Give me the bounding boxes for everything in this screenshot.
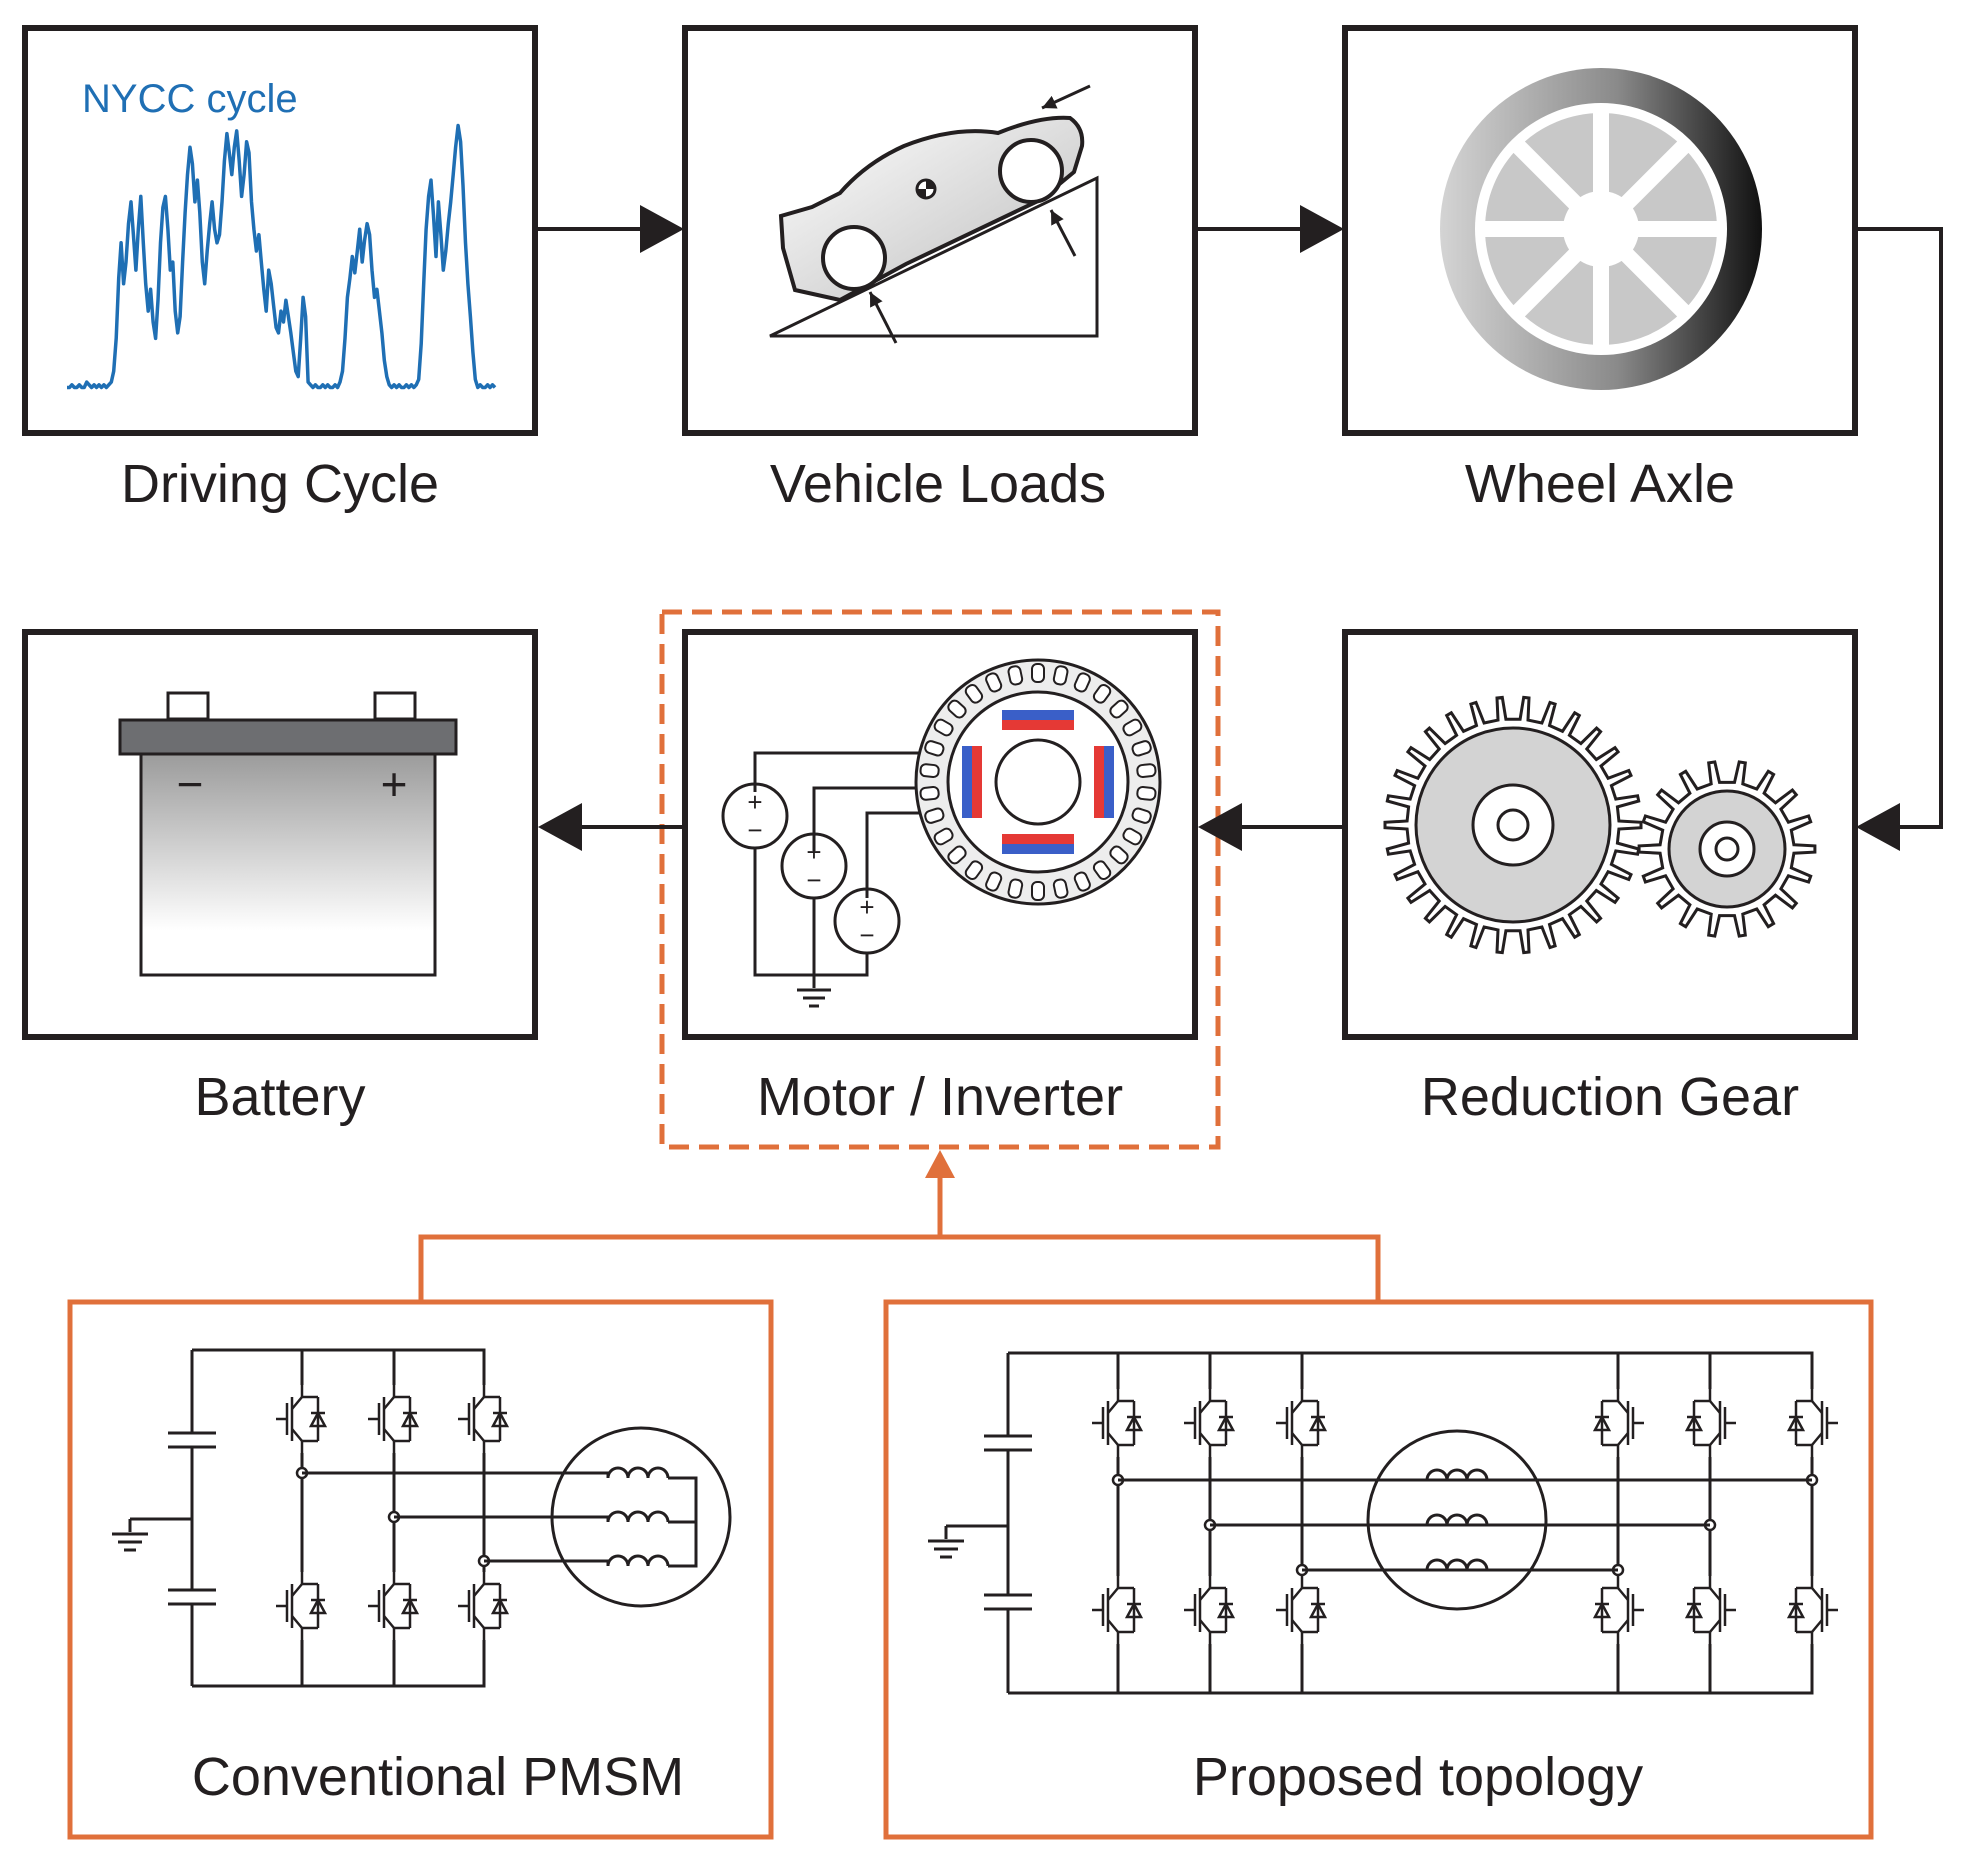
nycc-cycle-label: NYCC cycle	[82, 77, 298, 121]
driving-cycle-label: Driving Cycle	[121, 454, 439, 514]
voltage-sources-schematic: + − + − + −	[721, 751, 920, 1008]
vehicle-loads-label: Vehicle Loads	[770, 454, 1106, 514]
conventional-inverter-schematic	[112, 1348, 732, 1688]
reduction-gear-block	[1342, 629, 1858, 1040]
option-connector	[418, 1150, 1381, 1302]
source-3-minus: −	[859, 920, 874, 950]
proposed-topology-panel: Proposed topology	[883, 1299, 1874, 1840]
motor-cross-section-icon	[914, 658, 1162, 906]
proposed-inverter-schematic	[928, 1351, 1840, 1695]
motor-inverter-block: + − + − + −	[682, 629, 1198, 1040]
motor-inverter-label: Motor / Inverter	[757, 1067, 1123, 1127]
car-on-slope-illustration	[769, 84, 1099, 344]
motor-inverter-highlight	[659, 609, 1221, 1150]
battery-plus-sign: +	[381, 758, 408, 810]
conventional-pmsm-panel: Conventional PMSM	[67, 1299, 774, 1840]
flow-arrows	[538, 205, 1943, 851]
battery-minus-sign: −	[177, 758, 204, 810]
nycc-speed-trace	[67, 123, 497, 390]
battery-block: − +	[22, 629, 538, 1040]
wheel-axle-label: Wheel Axle	[1465, 454, 1735, 514]
vehicle-loads-block	[682, 25, 1198, 436]
driving-cycle-block: NYCC cycle	[22, 25, 538, 436]
battery-icon	[118, 691, 458, 977]
battery-label: Battery	[194, 1067, 365, 1127]
conventional-pmsm-label: Conventional PMSM	[192, 1747, 684, 1807]
wheel-axle-block	[1342, 25, 1858, 436]
source-1-minus: −	[747, 815, 762, 845]
source-1-plus: +	[747, 787, 762, 817]
source-3-plus: +	[859, 892, 874, 922]
source-2-minus: −	[806, 865, 821, 895]
source-2-plus: +	[806, 837, 821, 867]
wheel-icon	[1440, 68, 1762, 390]
proposed-topology-label: Proposed topology	[1193, 1747, 1643, 1807]
reduction-gear-label: Reduction Gear	[1421, 1067, 1799, 1127]
gear-pair-icon	[1383, 695, 1817, 955]
